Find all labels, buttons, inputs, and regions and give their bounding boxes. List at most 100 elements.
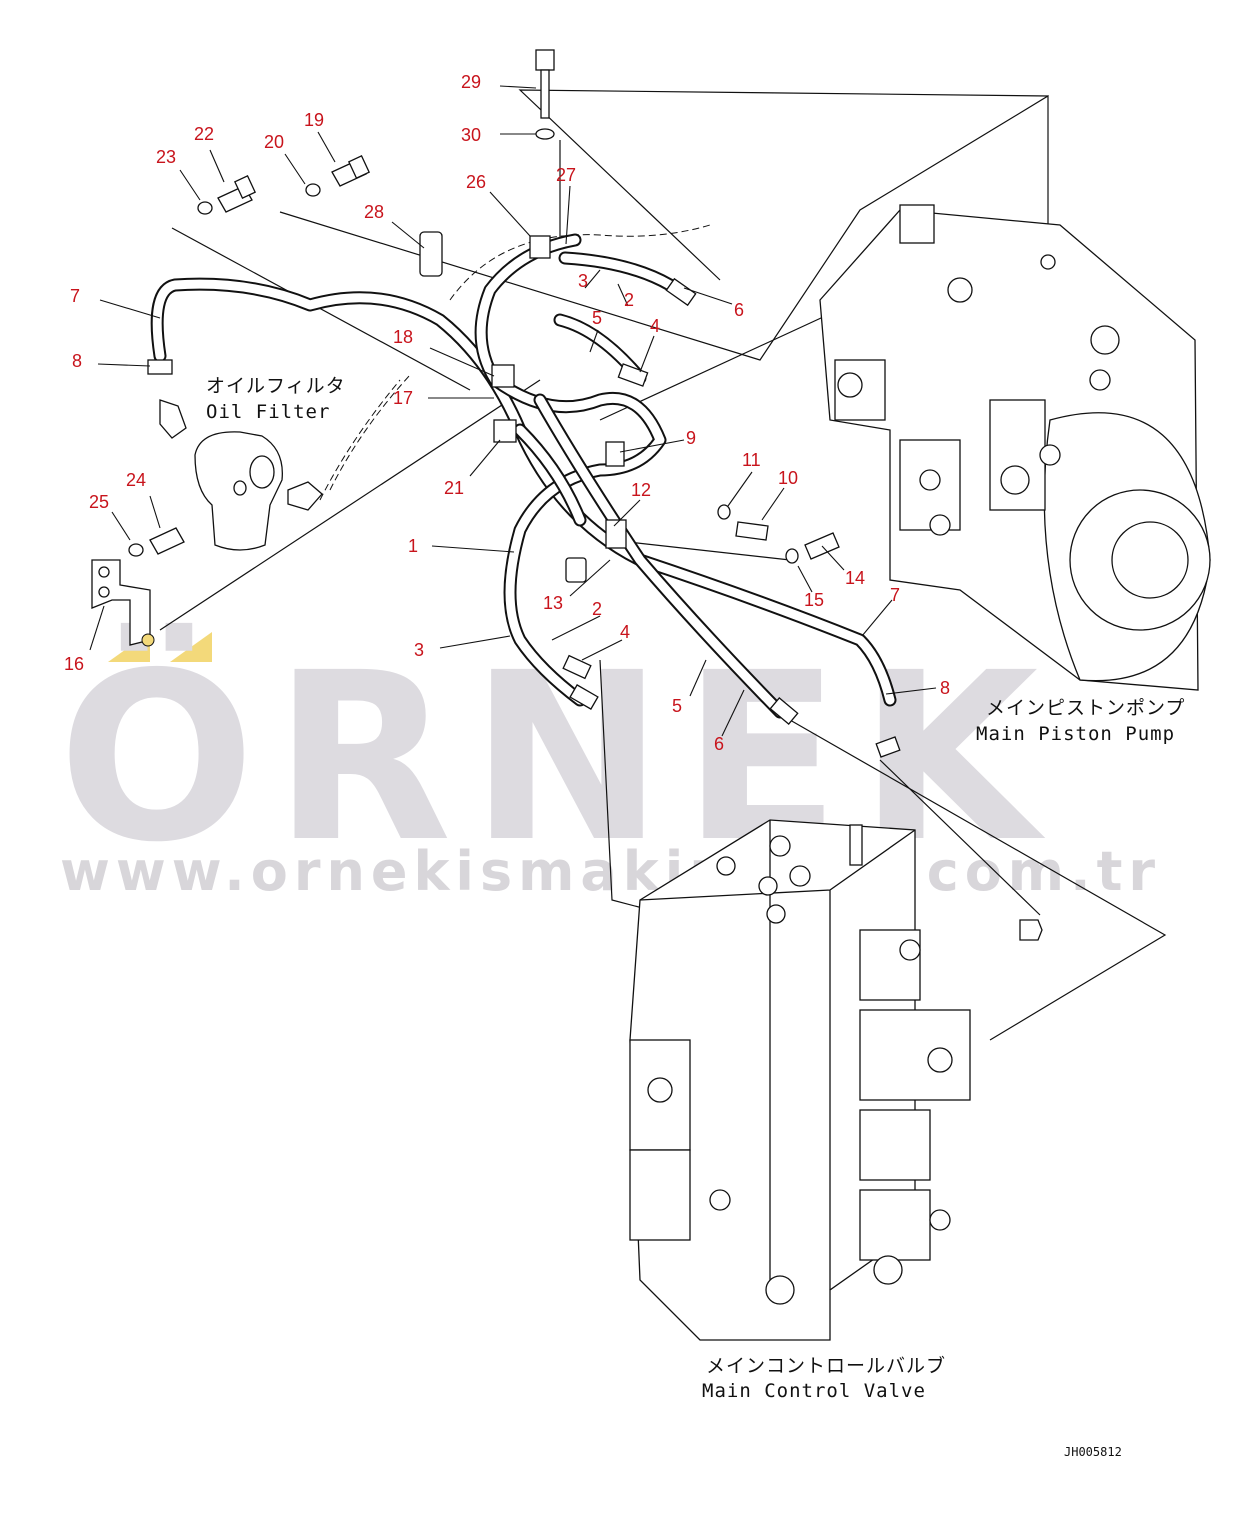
valve-edges: [639, 820, 916, 1300]
oil-filter-fitting: [159, 399, 187, 439]
callout-6-lower: 6: [714, 734, 724, 754]
leader-8a: [97, 363, 151, 367]
clamp-18: [491, 364, 515, 388]
assembly-line: [879, 759, 1041, 916]
valve-port: [765, 1275, 795, 1305]
fasteners: [128, 49, 840, 583]
bolt-24: [149, 527, 185, 555]
valve-cap: [716, 856, 736, 876]
valve-cap: [766, 904, 786, 924]
hidden-hose: [449, 224, 711, 301]
leader-8b: [885, 687, 937, 695]
leader-15: [797, 565, 813, 593]
bolt-22-head: [233, 175, 257, 199]
pump-label-en: Main Piston Pump: [976, 723, 1175, 745]
leader-24: [149, 495, 161, 529]
leader-2a: [617, 283, 629, 307]
washer-20: [305, 183, 321, 197]
leader-5a: [589, 329, 599, 353]
leader-12: [613, 499, 641, 527]
valve-port: [709, 1189, 731, 1211]
leader-26: [489, 191, 531, 237]
leader-10: [761, 487, 785, 521]
washer-30: [535, 128, 555, 140]
washer-15: [785, 548, 799, 564]
valve-label-en: Main Control Valve: [702, 1380, 926, 1402]
clamp-12: [605, 519, 627, 549]
callout-26: 26: [466, 172, 486, 192]
main-control-valve: [629, 819, 1043, 1341]
leader-11: [727, 471, 753, 507]
hidden-hose: [319, 379, 401, 501]
callout-1: 1: [408, 536, 418, 556]
fitting-6-lower: [769, 697, 799, 725]
oil-filter-port: [249, 455, 275, 489]
valve-port: [927, 1047, 953, 1073]
callout-13: 13: [543, 593, 563, 613]
watermark-accent-right: [170, 632, 212, 662]
callout-8-lower: 8: [940, 678, 950, 698]
callout-4: 4: [650, 316, 660, 336]
pump-port: [1090, 325, 1120, 355]
leader-6b: [721, 689, 745, 737]
oil-filter-label-jp: オイルフィルタ: [206, 375, 346, 397]
leader-27: [565, 185, 571, 245]
assembly-lines: [159, 89, 1167, 1041]
callout-9: 9: [686, 428, 696, 448]
valve-cap: [758, 876, 778, 896]
bolt-10: [735, 521, 769, 541]
assembly-line: [279, 94, 1049, 361]
assembly-line: [789, 719, 1167, 1041]
washer-11: [717, 504, 731, 520]
bracket-hole: [98, 566, 110, 578]
leader-28: [391, 221, 425, 249]
valve-port: [929, 1209, 951, 1231]
callout-18: 18: [393, 327, 413, 347]
leader-29: [499, 85, 537, 89]
callout-7-lower: 7: [890, 585, 900, 605]
callout-16: 16: [64, 654, 84, 674]
watermark-url: www.ornekismakinalari.com.tr: [60, 840, 1161, 903]
pump-sensor: [899, 204, 935, 244]
oil-filter-bolt: [233, 480, 247, 496]
valve-cap: [769, 835, 791, 857]
callout-14: 14: [845, 568, 865, 588]
bracket-16: [91, 559, 155, 647]
leader-lines: [89, 85, 937, 737]
leader-22: [209, 149, 225, 183]
leader-25: [111, 511, 131, 541]
leader-7b: [861, 599, 893, 637]
callout-8: 8: [72, 351, 82, 371]
callout-7: 7: [70, 286, 80, 306]
bolt-29-head: [535, 49, 555, 71]
clamp-21: [493, 419, 517, 443]
main-piston-pump: [819, 204, 1211, 691]
fitting-8-lower: [875, 736, 901, 758]
drawing-code: JH005812: [1064, 1445, 1122, 1459]
assembly-line: [609, 539, 791, 561]
pump-port: [947, 277, 973, 303]
valve-label-jp: メインコントロールバルブ: [706, 1354, 946, 1377]
leader-16: [89, 605, 105, 651]
leader-4a: [639, 335, 655, 373]
oil-filter-elbow: [287, 481, 323, 511]
callout-3: 3: [578, 271, 588, 291]
bracket-plate: [91, 559, 151, 646]
callout-17: 17: [393, 388, 413, 408]
callout-25: 25: [89, 492, 109, 512]
callout-30: 30: [461, 125, 481, 145]
pump-port: [1089, 369, 1111, 391]
pump-port: [1000, 465, 1030, 495]
callouts: 29 30 22 23 20 19 26 27 28 7 8 3 2 5 4 6…: [64, 72, 950, 754]
leader-1: [431, 545, 515, 553]
leader-3a: [584, 269, 601, 289]
hose-1-inner: [476, 235, 665, 705]
leader-3b: [439, 635, 511, 649]
leader-23: [179, 169, 201, 201]
callout-4-lower: 4: [620, 622, 630, 642]
valve-fitting: [1019, 919, 1043, 941]
valve-spool-block: [859, 1109, 931, 1181]
callout-3-lower: 3: [414, 640, 424, 660]
fitting-8-upper: [147, 359, 173, 375]
